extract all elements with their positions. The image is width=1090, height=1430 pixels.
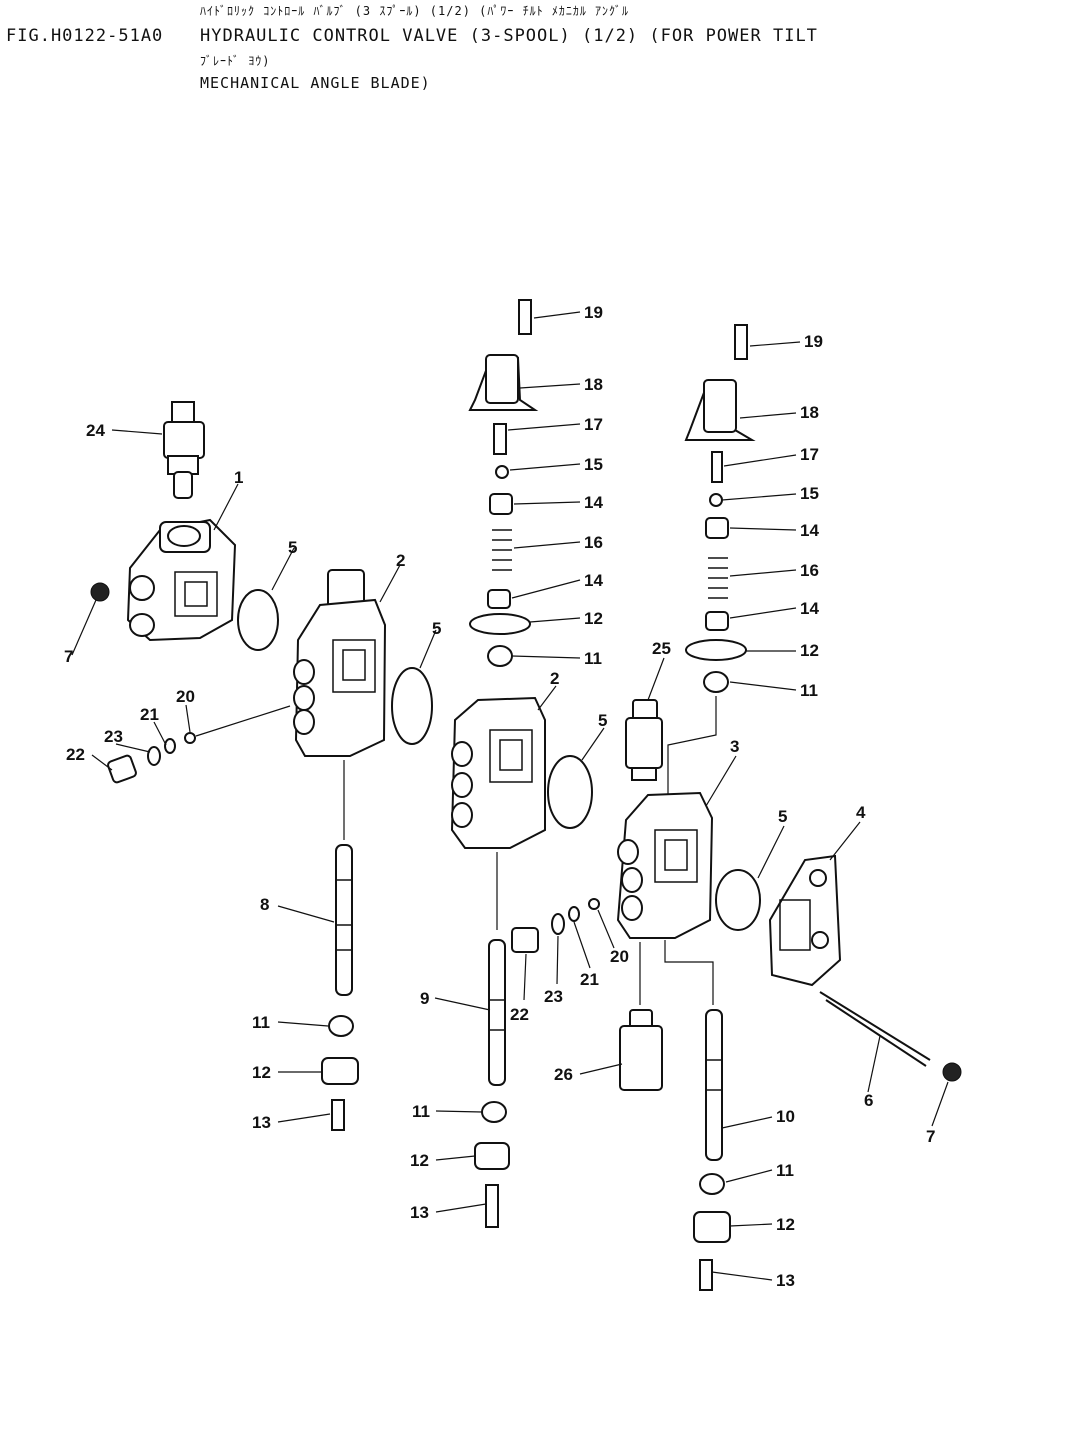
o-ring-5-d [715,869,761,931]
bolt-13-a [331,1099,345,1131]
right-spring-stack [667,324,756,795]
callout-12-a: 12 [252,1063,271,1082]
figure-id: FIG.H0122-51A0 [6,26,164,46]
callout-13-a: 13 [252,1113,271,1132]
callout-17-a: 17 [584,415,603,434]
callout-13-c: 13 [776,1271,795,1290]
title-english-line-2: MECHANICAL ANGLE BLADE) [200,74,431,92]
callout-21-b: 21 [580,970,599,989]
callout-21-a: 21 [140,705,159,724]
callout-12-d: 12 [800,641,819,660]
callout-23-b: 23 [544,987,563,1006]
valve-section-3 [616,791,714,939]
spool-8 [335,760,353,996]
callout-4: 4 [856,803,866,822]
valve-section-2-middle [450,696,546,849]
plate-12-b [474,1142,510,1170]
relief-valve-26 [619,942,663,1091]
callout-18-a: 18 [584,375,603,394]
callout-2-a: 2 [396,551,405,570]
callout-1: 1 [234,468,243,487]
o-ring-5-b [391,667,433,745]
callout-14-a: 14 [584,493,603,512]
bolt-13-b [485,1184,499,1228]
middle-spring-stack [468,299,539,667]
plug-7-left [90,582,110,602]
callout-26: 26 [554,1065,573,1084]
callout-8: 8 [260,895,269,914]
callout-3: 3 [730,737,739,756]
callout-11-d: 11 [800,681,818,700]
callout-7-a: 7 [64,647,73,666]
callout-2-b: 2 [550,669,559,688]
callout-10: 10 [776,1107,795,1126]
callout-9: 9 [420,989,429,1008]
callout-11-e: 11 [776,1161,794,1180]
callout-14-d: 14 [800,599,819,618]
spool-10 [664,940,723,1161]
o-ring-5-c [547,755,593,829]
callout-19-b: 19 [804,332,823,351]
relief-valve-25 [625,699,663,781]
callout-5-b: 5 [432,619,441,638]
callout-18-b: 18 [800,403,819,422]
plug-set-left [107,705,291,784]
callout-5-d: 5 [778,807,787,826]
callout-25: 25 [652,639,671,658]
callout-23-a: 23 [104,727,123,746]
callout-11-b: 11 [584,649,602,668]
bolt-13-c [699,1259,713,1291]
outlet-end-cover-4 [768,854,842,987]
spool-9 [488,852,506,1086]
callout-16-b: 16 [800,561,819,580]
plug-set-middle [511,898,600,953]
callout-12-e: 12 [776,1215,795,1234]
callout-15-b: 15 [800,484,819,503]
callout-15-a: 15 [584,455,603,474]
leader-lines [71,311,949,1281]
callout-14-c: 14 [800,521,819,540]
inlet-end-cover-1 [126,518,237,642]
callout-11-c: 11 [412,1102,430,1121]
title-japanese-line-1: ﾊｲﾄﾞﾛﾘｯｸ ｺﾝﾄﾛｰﾙ ﾊﾞﾙﾌﾞ (3 ｽﾌﾟｰﾙ) (1/2) (ﾊ… [200,4,630,18]
tie-bolt-6 [819,991,931,1067]
callout-13-b: 13 [410,1203,429,1222]
callout-labels: 24 1 5 2 5 7 20 21 23 22 8 11 12 13 19 1… [64,303,935,1290]
plate-12-c [693,1211,731,1243]
callout-14-b: 14 [584,571,603,590]
callout-17-b: 17 [800,445,819,464]
callout-16-a: 16 [584,533,603,552]
callout-20-a: 20 [176,687,195,706]
relief-valve-24 [163,401,205,499]
callout-5-a: 5 [288,538,297,557]
title-english-line-1: HYDRAULIC CONTROL VALVE (3-SPOOL) (1/2) … [200,26,818,46]
callout-5-c: 5 [598,711,607,730]
title-japanese-line-2: ﾌﾞﾚｰﾄﾞ ﾖｳ) [200,54,271,68]
callout-6: 6 [864,1091,873,1110]
callout-12-c: 12 [410,1151,429,1170]
seal-11-a [328,1015,354,1037]
o-ring-5-a [237,589,279,651]
plate-12-a [321,1057,359,1085]
seal-11-b [481,1101,507,1123]
callout-24: 24 [86,421,105,440]
callout-19-a: 19 [584,303,603,322]
callout-7-b: 7 [926,1127,935,1146]
callout-11-a: 11 [252,1013,270,1032]
callout-22-a: 22 [66,745,85,764]
callout-22-b: 22 [510,1005,529,1024]
callout-20-b: 20 [610,947,629,966]
nut-7-right [942,1062,962,1082]
callout-12-b: 12 [584,609,603,628]
valve-section-2-left [293,569,387,757]
seal-11-c [699,1173,725,1195]
